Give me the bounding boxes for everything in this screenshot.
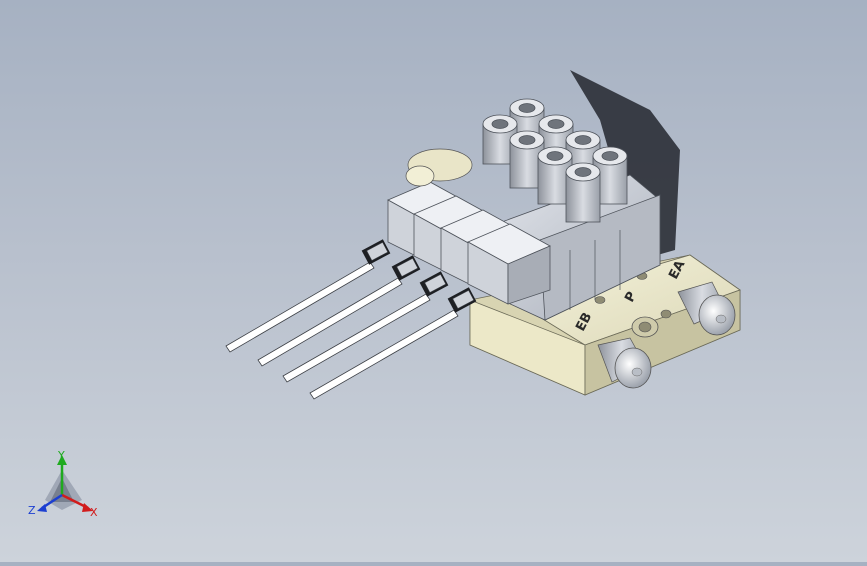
fitting-2	[482, 114, 518, 165]
orientation-triad: Y X Z	[28, 449, 98, 519]
z-axis-label: Z	[28, 504, 36, 517]
port-holes	[594, 272, 672, 338]
y-axis-arrow-icon	[57, 455, 67, 465]
y-axis-label: Y	[57, 449, 65, 462]
wire-harness[interactable]	[225, 239, 477, 400]
manifold-base[interactable]	[469, 254, 741, 396]
silencer-plug-front[interactable]	[597, 337, 652, 389]
push-in-fittings[interactable]	[482, 98, 628, 223]
x-axis-arrow-icon	[82, 503, 93, 512]
x-axis-label: X	[90, 506, 98, 519]
fitting-8	[565, 162, 601, 223]
solenoid-coils[interactable]	[387, 181, 551, 305]
silencer-plug-rear[interactable]	[677, 281, 736, 336]
z-axis-arrow-icon	[37, 504, 47, 512]
rear-actuator[interactable]	[405, 148, 473, 187]
